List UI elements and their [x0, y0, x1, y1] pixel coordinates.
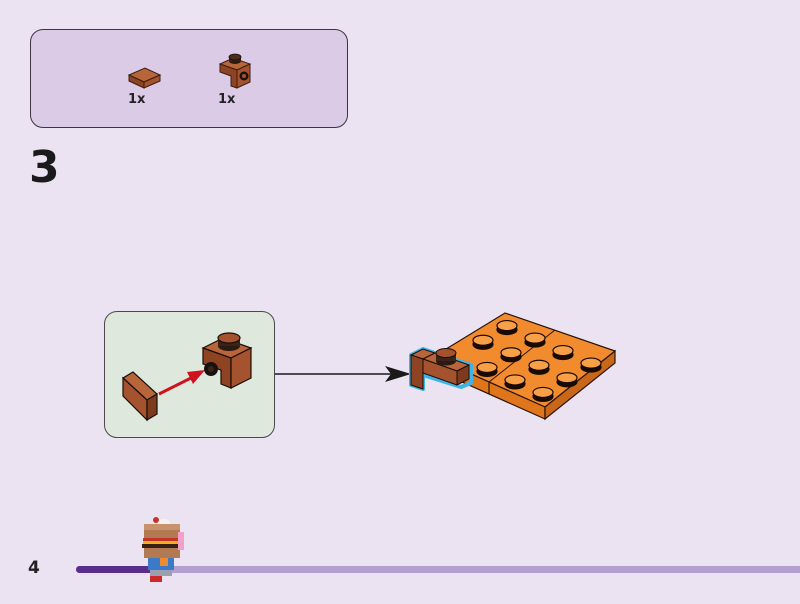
- plate-stud: [472, 334, 494, 346]
- progress-bar-fill: [76, 566, 155, 573]
- plate-stud: [496, 319, 518, 332]
- plate-stud: [524, 332, 546, 344]
- plate-stud: [532, 386, 554, 399]
- step-number: 3: [29, 142, 60, 193]
- bracket-part-icon: [218, 53, 252, 89]
- plate-stud: [500, 347, 522, 359]
- plate-studs: [472, 319, 602, 403]
- sub-assembly-callout: [104, 311, 275, 438]
- plate-stud: [528, 359, 550, 371]
- tile-quantity: 1x: [128, 92, 146, 107]
- tile-part-icon: [127, 67, 162, 89]
- assembly-arrow-icon: [275, 366, 411, 382]
- plate-stud: [504, 374, 526, 386]
- plate-stud: [476, 361, 498, 374]
- plate-stud: [580, 357, 602, 369]
- parts-list-box: 1x 1x: [30, 29, 348, 128]
- main-model-illustration: [409, 312, 617, 421]
- page-number: 4: [28, 558, 40, 578]
- plate-stud: [552, 344, 574, 357]
- sub-assembly-illustration: [122, 332, 253, 422]
- plate-stud: [556, 372, 578, 384]
- progress-bar: [76, 566, 800, 573]
- bracket-quantity: 1x: [218, 92, 236, 107]
- progress-mascot-icon: [142, 517, 184, 582]
